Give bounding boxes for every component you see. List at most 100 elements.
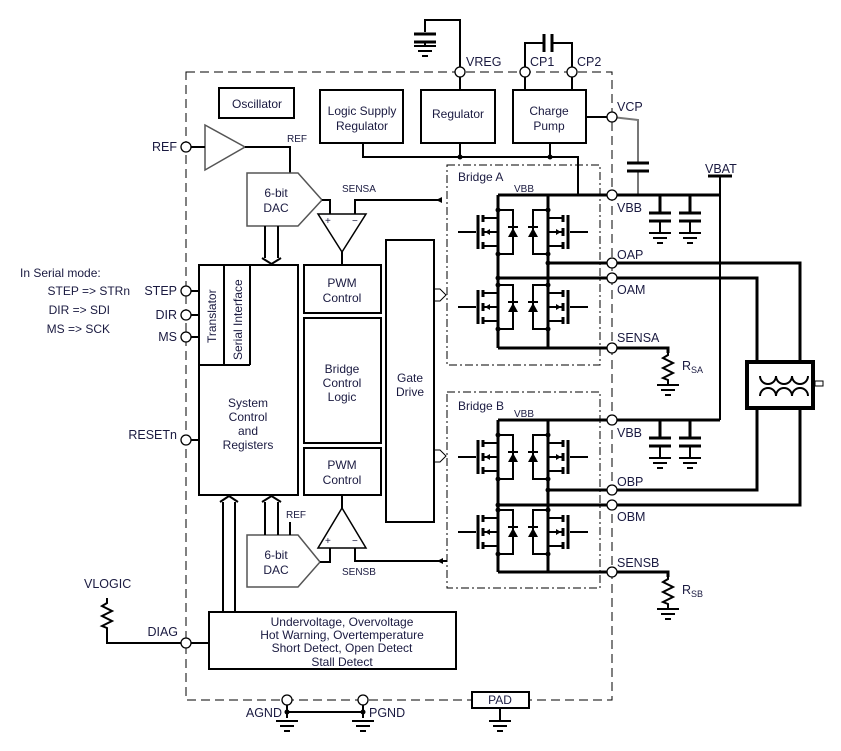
svg-text:Control: Control xyxy=(323,291,362,305)
gate-drive-a-arrow-icon xyxy=(434,288,447,302)
svg-text:−: − xyxy=(352,536,358,547)
pin-obp: OBP xyxy=(606,475,643,496)
svg-text:VCP: VCP xyxy=(617,100,643,114)
pin-step: STEP xyxy=(144,284,192,298)
pin-vcp: VCP xyxy=(606,100,643,123)
svg-text:AGND: AGND xyxy=(246,706,282,720)
svg-text:Control: Control xyxy=(229,410,268,424)
svg-text:Drive: Drive xyxy=(396,385,424,399)
svg-text:OAP: OAP xyxy=(617,248,643,262)
pwm-control-a-block: PWM Control xyxy=(303,264,382,314)
svg-text:PGND: PGND xyxy=(369,706,405,720)
svg-text:VBB: VBB xyxy=(617,426,642,440)
pin-diag: DIAG xyxy=(147,625,192,649)
rsb-label: RSB xyxy=(682,583,703,599)
svg-text:VBB: VBB xyxy=(617,201,642,215)
svg-text:Regulator: Regulator xyxy=(336,119,388,133)
vbb-internal-label-b: VBB xyxy=(514,409,534,420)
svg-text:6-bit: 6-bit xyxy=(264,186,288,200)
ground-icon xyxy=(656,608,680,620)
serial-mode-step: STEP => STRn xyxy=(48,284,130,298)
pin-ref: REF xyxy=(152,140,192,154)
bridge-a-boundary xyxy=(446,164,601,366)
svg-text:DIAG: DIAG xyxy=(147,625,178,639)
mosfet-b-low-left-icon xyxy=(456,500,520,564)
vlogic-label: VLOGIC xyxy=(84,577,131,591)
svg-text:MS: MS xyxy=(158,330,177,344)
mosfet-b-high-right-icon xyxy=(526,425,590,489)
pin-vbb-b: VBB xyxy=(606,414,642,440)
mosfet-b-high-left-icon xyxy=(456,425,520,489)
svg-text:OAM: OAM xyxy=(617,283,645,297)
svg-text:PAD: PAD xyxy=(488,693,512,707)
vbb-b-bulk-capacitor-icon xyxy=(649,438,671,468)
ref-internal-label-a: REF xyxy=(287,134,307,145)
charge-pump-block: Charge Pump xyxy=(512,89,587,144)
pin-sensa: SENSA xyxy=(606,331,660,354)
svg-text:and: and xyxy=(238,424,258,438)
svg-text:STEP: STEP xyxy=(144,284,177,298)
svg-text:Short Detect, Open Detect: Short Detect, Open Detect xyxy=(272,641,413,655)
svg-text:CP2: CP2 xyxy=(577,55,601,69)
pin-oap: OAP xyxy=(606,248,643,269)
dac-a-block: 6-bit DAC xyxy=(246,172,324,227)
bridge-control-logic-block: Bridge Control Logic xyxy=(303,317,382,444)
pin-sensb: SENSB xyxy=(606,556,659,578)
dac-b-block: 6-bit DAC xyxy=(246,534,321,588)
svg-text:Gate: Gate xyxy=(397,371,423,385)
bridge-b-label: Bridge B xyxy=(458,399,504,413)
pgnd-ground-icon xyxy=(351,720,375,732)
diag-bus-arrow-icon xyxy=(219,494,239,612)
translator-label: Translator xyxy=(205,289,219,343)
svg-text:Logic Supply: Logic Supply xyxy=(328,104,397,118)
mosfet-a-high-left-icon xyxy=(456,200,520,264)
mosfet-a-low-left-icon xyxy=(456,275,520,339)
svg-text:PWM: PWM xyxy=(327,458,356,472)
comparator-a-icon: + − xyxy=(316,213,368,254)
serial-mode-dir: DIR => SDI xyxy=(49,303,110,317)
pin-ms: MS xyxy=(158,330,192,344)
serial-mode-title: In Serial mode: xyxy=(20,266,101,280)
svg-text:System: System xyxy=(228,396,268,410)
rsb-resistor-icon xyxy=(662,573,674,610)
vcp-capacitor-icon xyxy=(627,161,649,173)
svg-text:Charge: Charge xyxy=(529,104,569,118)
pump-capacitor-icon xyxy=(542,34,554,52)
comparator-b-icon: + − xyxy=(316,506,368,549)
svg-text:Undervoltage, Overvoltage: Undervoltage, Overvoltage xyxy=(271,615,414,629)
svg-text:+: + xyxy=(325,536,331,547)
svg-text:RESETn: RESETn xyxy=(128,428,177,442)
rsa-label: RSA xyxy=(682,359,703,375)
ref-buffer-icon xyxy=(204,123,247,172)
serial-mode-ms: MS => SCK xyxy=(47,322,110,336)
pin-agnd: AGND xyxy=(246,694,293,720)
svg-text:Hot Warning, Overtemperature: Hot Warning, Overtemperature xyxy=(260,628,424,642)
sensb-internal-label: SENSB xyxy=(342,567,376,578)
pin-dir: DIR xyxy=(155,308,192,322)
svg-text:Oscillator: Oscillator xyxy=(232,97,282,111)
dac-a-bus-arrow-icon xyxy=(261,226,282,266)
pin-resetn: RESETn xyxy=(128,428,192,446)
pin-cp1: CP1 xyxy=(519,55,554,78)
svg-text:+: + xyxy=(325,216,331,227)
pin-pgnd: PGND xyxy=(357,694,405,720)
vbat-label: VBAT xyxy=(705,162,737,176)
svg-text:OBP: OBP xyxy=(617,475,643,489)
svg-text:Regulator: Regulator xyxy=(432,107,484,121)
regulator-block: Regulator xyxy=(420,89,496,144)
mosfet-a-low-right-icon xyxy=(526,275,590,339)
agnd-ground-icon xyxy=(275,720,299,732)
svg-text:Control: Control xyxy=(323,376,362,390)
svg-text:DAC: DAC xyxy=(263,563,289,577)
ic-boundary xyxy=(185,71,613,701)
pin-vbb-a: VBB xyxy=(606,189,642,215)
svg-text:Stall Detect: Stall Detect xyxy=(311,655,373,669)
ground-icon xyxy=(413,45,437,57)
diagnostics-block: Undervoltage, Overvoltage Hot Warning, O… xyxy=(208,611,457,670)
vbb-b-capacitor-icon xyxy=(679,438,701,468)
pwm-control-b-block: PWM Control xyxy=(303,447,382,496)
svg-text:OBM: OBM xyxy=(617,510,645,524)
gate-drive-b-arrow-icon xyxy=(434,449,447,463)
svg-text:CP1: CP1 xyxy=(530,55,554,69)
svg-text:Logic: Logic xyxy=(328,390,357,404)
